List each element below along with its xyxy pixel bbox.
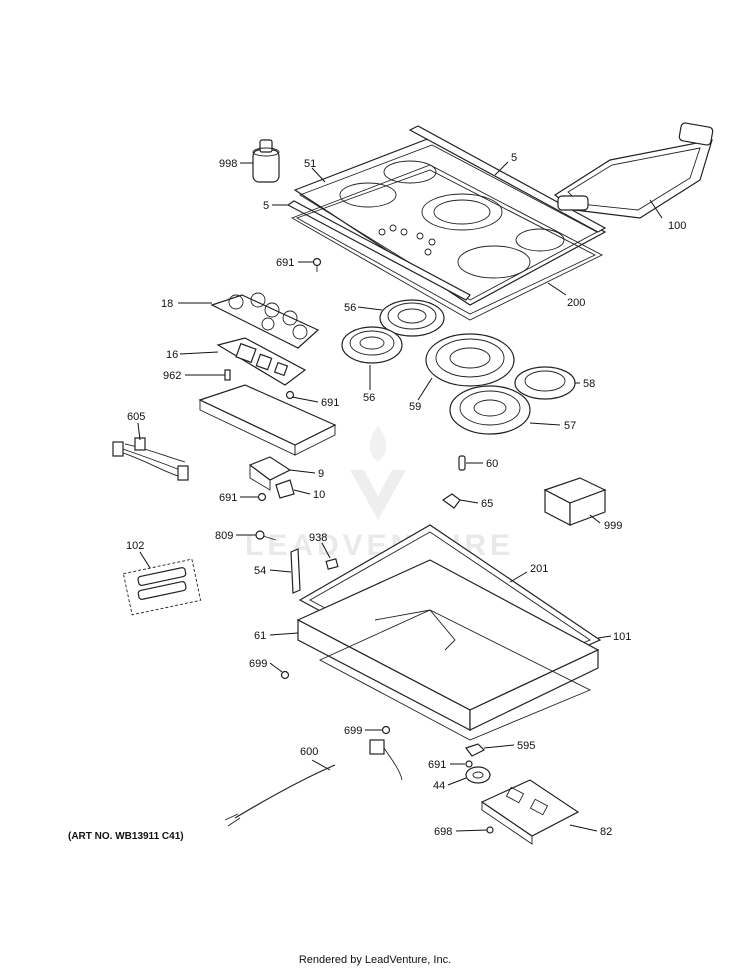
callout-9: 9 [318, 468, 324, 480]
callout-60: 60 [486, 458, 498, 470]
callout-200: 200 [567, 297, 585, 309]
standoff-962[interactable] [224, 369, 231, 381]
callout-56-top: 56 [344, 302, 356, 314]
callout-201: 201 [530, 563, 548, 575]
callout-962: 962 [163, 370, 181, 382]
cooktop-glass[interactable] [293, 137, 607, 306]
callout-5-rear: 5 [511, 152, 517, 164]
radiant-element-57[interactable] [449, 385, 531, 435]
gasket-strip-rear[interactable] [408, 125, 607, 233]
radiant-element-56-top[interactable] [379, 299, 445, 337]
callout-16: 16 [166, 349, 178, 361]
radiant-element-58[interactable] [514, 366, 576, 400]
clip-65[interactable] [441, 493, 461, 509]
callout-51: 51 [304, 158, 316, 170]
footer-credit: Rendered by LeadVenture, Inc. [298, 954, 452, 966]
callout-691-top: 691 [276, 257, 294, 269]
callout-699-left: 699 [249, 658, 267, 670]
callout-999: 999 [604, 520, 622, 532]
screw-699-left[interactable] [280, 670, 290, 680]
callout-101: 101 [613, 631, 631, 643]
watermark-logo [350, 425, 406, 520]
callout-18: 18 [161, 298, 173, 310]
cleaner-bottle[interactable] [252, 139, 280, 183]
callout-605: 605 [127, 411, 145, 423]
callout-59: 59 [409, 401, 421, 413]
art-number: (ART NO. WB13911 C41) [68, 831, 184, 842]
callout-5-front: 5 [263, 200, 269, 212]
spring-60[interactable] [458, 455, 466, 471]
control-bracket[interactable] [198, 384, 337, 456]
grommet-44[interactable] [465, 766, 491, 784]
callout-600: 600 [300, 746, 318, 758]
callout-595: 595 [517, 740, 535, 752]
callout-54: 54 [254, 565, 266, 577]
screw-691-mid[interactable] [285, 390, 295, 400]
callout-65: 65 [481, 498, 493, 510]
callout-691-mid: 691 [321, 397, 339, 409]
callout-691-bottom: 691 [428, 759, 446, 771]
wire-harness-605[interactable] [112, 437, 189, 481]
leader-lines [137, 161, 663, 832]
screw-691-bottom[interactable] [465, 760, 473, 768]
griddle[interactable] [553, 122, 714, 219]
callout-82: 82 [600, 826, 612, 838]
callout-998: 998 [219, 158, 237, 170]
screw-698[interactable] [486, 826, 494, 834]
relay-board-82[interactable] [480, 779, 580, 845]
radiant-element-59[interactable] [425, 333, 515, 387]
cooktop-base-101[interactable] [318, 609, 592, 741]
callout-10: 10 [313, 489, 325, 501]
callout-61: 61 [254, 630, 266, 642]
callout-57: 57 [564, 420, 576, 432]
installation-kit-999[interactable] [543, 477, 607, 526]
control-board[interactable] [216, 337, 307, 386]
gasket-strip-front[interactable] [286, 200, 471, 301]
clip-938[interactable] [325, 558, 339, 570]
screw-691-low[interactable] [257, 492, 267, 502]
callout-938: 938 [309, 532, 327, 544]
callout-56-bottom: 56 [363, 392, 375, 404]
screw-691-top[interactable] [312, 257, 322, 273]
screw-699-bottom[interactable] [381, 725, 391, 735]
burner-box-61[interactable] [296, 559, 600, 731]
frame-seal[interactable] [290, 164, 603, 321]
clamp-595[interactable] [465, 743, 486, 757]
terminal-block-102[interactable] [122, 558, 202, 616]
callout-102: 102 [126, 540, 144, 552]
callout-699-bottom: 699 [344, 725, 362, 737]
radiant-element-56-bottom[interactable] [341, 326, 403, 364]
callout-100: 100 [668, 220, 686, 232]
callout-809: 809 [215, 530, 233, 542]
clip-10[interactable] [275, 479, 295, 499]
callout-58: 58 [583, 378, 595, 390]
power-cord-600[interactable] [224, 739, 403, 827]
bracket-54[interactable] [290, 548, 301, 594]
touch-control-board[interactable] [210, 292, 320, 349]
callout-44: 44 [433, 780, 445, 792]
callout-698: 698 [434, 826, 452, 838]
callout-labels: 998 51 5 5 100 691 200 18 56 16 962 691 … [126, 152, 686, 838]
callout-691-low: 691 [219, 492, 237, 504]
